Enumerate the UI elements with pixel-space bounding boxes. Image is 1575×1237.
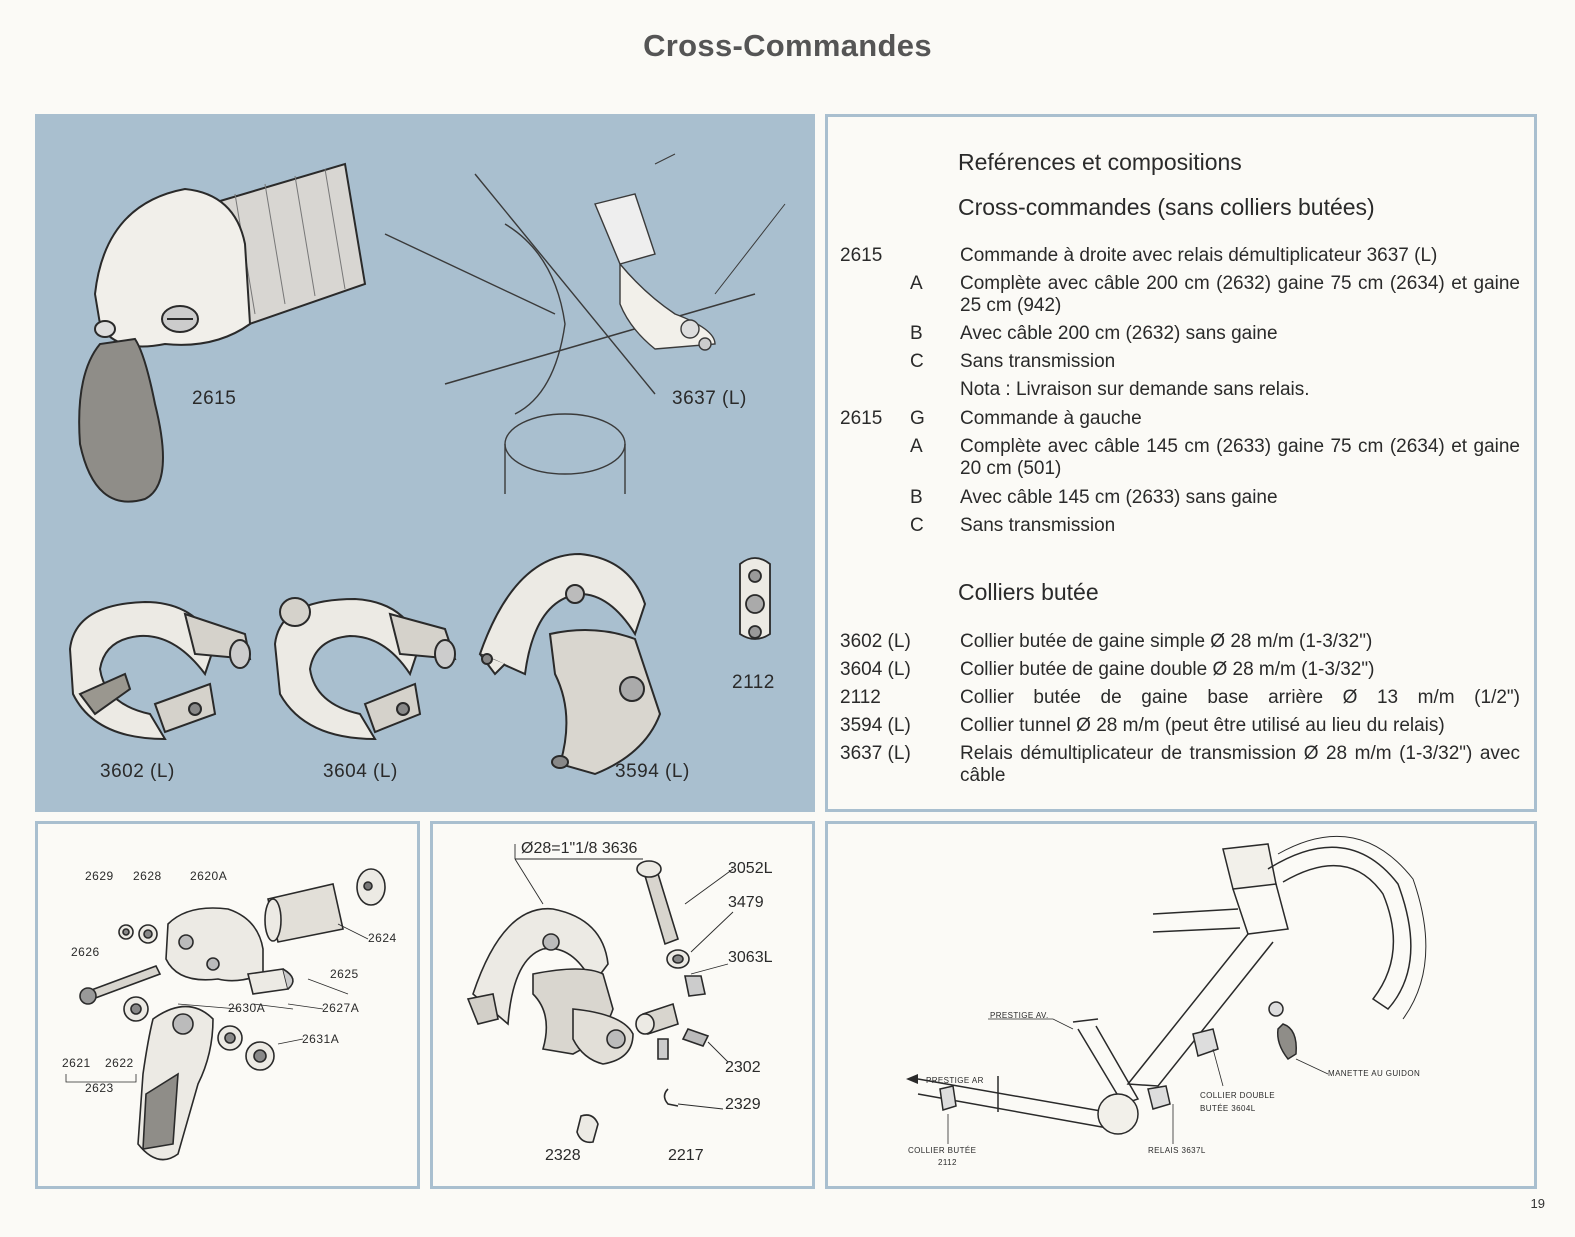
label-3604: 3604 (L) bbox=[323, 761, 398, 782]
exploded-view-panel: 2629 2628 2620A 2624 2626 2625 2630A 262… bbox=[35, 821, 420, 1189]
ref-desc: Complète avec câble 200 cm (2632) gaine … bbox=[960, 273, 1520, 316]
label-2112: 2112 bbox=[732, 672, 775, 693]
ref-desc: Relais démultiplicateur de transmission … bbox=[960, 743, 1520, 786]
label-2626: 2626 bbox=[71, 945, 100, 959]
label-3637: 3637 (L) bbox=[672, 388, 747, 409]
ref-letter: C bbox=[910, 351, 924, 372]
shifter-2615-drawing bbox=[78, 162, 367, 503]
label-3479: 3479 bbox=[728, 894, 764, 911]
ref-desc: Collier butée de gaine simple Ø 28 m/m (… bbox=[960, 631, 1373, 652]
ref-desc: Complète avec câble 145 cm (2633) gaine … bbox=[960, 436, 1520, 479]
ref-code: 2615 bbox=[840, 408, 883, 429]
ref-letter: C bbox=[910, 515, 924, 536]
label-2615: 2615 bbox=[192, 388, 237, 409]
label-2302: 2302 bbox=[725, 1059, 761, 1076]
label-2622: 2622 bbox=[105, 1056, 134, 1070]
label-collier-butee: COLLIER BUTÉE bbox=[908, 1146, 977, 1155]
ref-desc: Sans transmission bbox=[960, 351, 1116, 372]
label-2625: 2625 bbox=[330, 967, 359, 981]
references-heading: Reférences et compositions bbox=[958, 149, 1242, 175]
colliers-heading: Colliers butée bbox=[958, 579, 1099, 605]
ref-code: 2112 bbox=[840, 687, 881, 708]
label-2630a: 2630A bbox=[228, 1001, 266, 1015]
label-2629: 2629 bbox=[85, 869, 114, 883]
clamp-3604-drawing bbox=[273, 597, 457, 741]
references-panel: Reférences et compositions Cross-command… bbox=[825, 114, 1537, 812]
ref-desc: Collier butée de gaine double Ø 28 m/m (… bbox=[960, 659, 1375, 680]
ref-letter: A bbox=[910, 273, 923, 294]
label-2217: 2217 bbox=[668, 1147, 704, 1164]
ref-desc: Collier tunnel Ø 28 m/m (peut être utili… bbox=[960, 715, 1445, 736]
page-number: 19 bbox=[1530, 1196, 1545, 1211]
ref-letter: B bbox=[910, 487, 923, 508]
ref-desc: Avec câble 145 cm (2633) sans gaine bbox=[960, 487, 1278, 508]
ref-desc: Nota : Livraison sur demande sans relais… bbox=[960, 379, 1310, 400]
label-3602: 3602 (L) bbox=[100, 761, 175, 782]
relay-3637-drawing bbox=[384, 153, 786, 494]
ref-letter: G bbox=[910, 408, 925, 429]
ref-code: 3637 (L) bbox=[840, 743, 911, 764]
exploded-view-drawing bbox=[65, 868, 386, 1161]
label-prestige-ar: PRESTIGE AR bbox=[926, 1076, 984, 1085]
label-2627a: 2627A bbox=[322, 1001, 360, 1015]
bike-frame-diagram bbox=[906, 835, 1427, 1144]
ref-letter: A bbox=[910, 436, 923, 457]
ref-code: 3604 (L) bbox=[840, 659, 911, 680]
label-relais: RELAIS 3637L bbox=[1148, 1146, 1206, 1155]
ref-desc: Avec câble 200 cm (2632) sans gaine bbox=[960, 323, 1278, 344]
label-2620a: 2620A bbox=[190, 869, 228, 883]
ref-letter: B bbox=[910, 323, 923, 344]
label-2328: 2328 bbox=[545, 1147, 581, 1164]
clamp-3602-drawing bbox=[68, 600, 252, 741]
ref-code: 2615 bbox=[840, 245, 883, 266]
page-title: Cross-Commandes bbox=[643, 28, 932, 63]
label-prestige-av: PRESTIGE AV. bbox=[990, 1011, 1049, 1020]
label-3063l: 3063L bbox=[728, 949, 773, 966]
installation-diagram-panel: PRESTIGE AV. PRESTIGE AR COLLIER BUTÉE 2… bbox=[825, 821, 1537, 1189]
label-2621: 2621 bbox=[62, 1056, 91, 1070]
clamp-2112-drawing bbox=[739, 557, 771, 640]
cross-commandes-heading: Cross-commandes (sans colliers butées) bbox=[958, 194, 1375, 220]
label-2628: 2628 bbox=[133, 869, 162, 883]
dimension-label: Ø28=1"1/8 3636 bbox=[521, 840, 638, 857]
ref-desc: Sans transmission bbox=[960, 515, 1116, 536]
ref-desc: Commande à gauche bbox=[960, 408, 1142, 429]
label-collier-butee-code: 2112 bbox=[938, 1158, 957, 1167]
label-2329: 2329 bbox=[725, 1096, 761, 1113]
ref-desc: Commande à droite avec relais démultipli… bbox=[960, 245, 1438, 266]
clamp-3594-drawing bbox=[478, 552, 662, 776]
relay-exploded-drawing bbox=[466, 844, 734, 1144]
parts-illustration bbox=[68, 153, 786, 776]
parts-photo-panel: 2615 3637 (L) 3602 (L) 3604 (L) 3594 (L)… bbox=[35, 114, 815, 812]
label-2631a: 2631A bbox=[302, 1032, 340, 1046]
relay-exploded-panel: Ø28=1"1/8 3636 3052L 3479 3063L 2302 232… bbox=[430, 821, 815, 1189]
ref-code: 3594 (L) bbox=[840, 715, 911, 736]
label-3052l: 3052L bbox=[728, 860, 773, 877]
label-2623: 2623 bbox=[85, 1081, 114, 1095]
ref-desc: Collier butée de gaine base arrière Ø 13… bbox=[960, 687, 1520, 708]
label-3594: 3594 (L) bbox=[615, 761, 690, 782]
label-collier-double: COLLIER DOUBLE bbox=[1200, 1091, 1275, 1100]
ref-code: 3602 (L) bbox=[840, 631, 911, 652]
label-collier-double-code: BUTÉE 3604L bbox=[1200, 1104, 1256, 1113]
label-manette: MANETTE AU GUIDON bbox=[1328, 1069, 1421, 1078]
label-2624: 2624 bbox=[368, 931, 397, 945]
